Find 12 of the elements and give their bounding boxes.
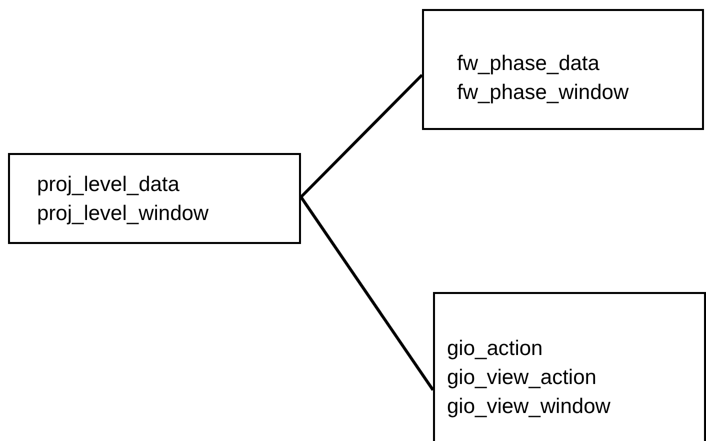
process-box bbox=[8, 153, 301, 244]
process-box bbox=[422, 9, 704, 130]
box-text: gio_action bbox=[447, 336, 544, 362]
box-text: fw_phase_data bbox=[457, 50, 600, 76]
box-text: gio_view_window bbox=[447, 394, 612, 420]
process-box bbox=[433, 292, 706, 441]
box-text: proj_level_window bbox=[37, 200, 210, 226]
box-text: gio_view_action bbox=[447, 365, 598, 391]
box-text: proj_level_data bbox=[37, 172, 180, 198]
box-text: fw_phase_window bbox=[457, 80, 630, 106]
connector-line bbox=[300, 196, 434, 391]
connector-line bbox=[300, 74, 424, 198]
